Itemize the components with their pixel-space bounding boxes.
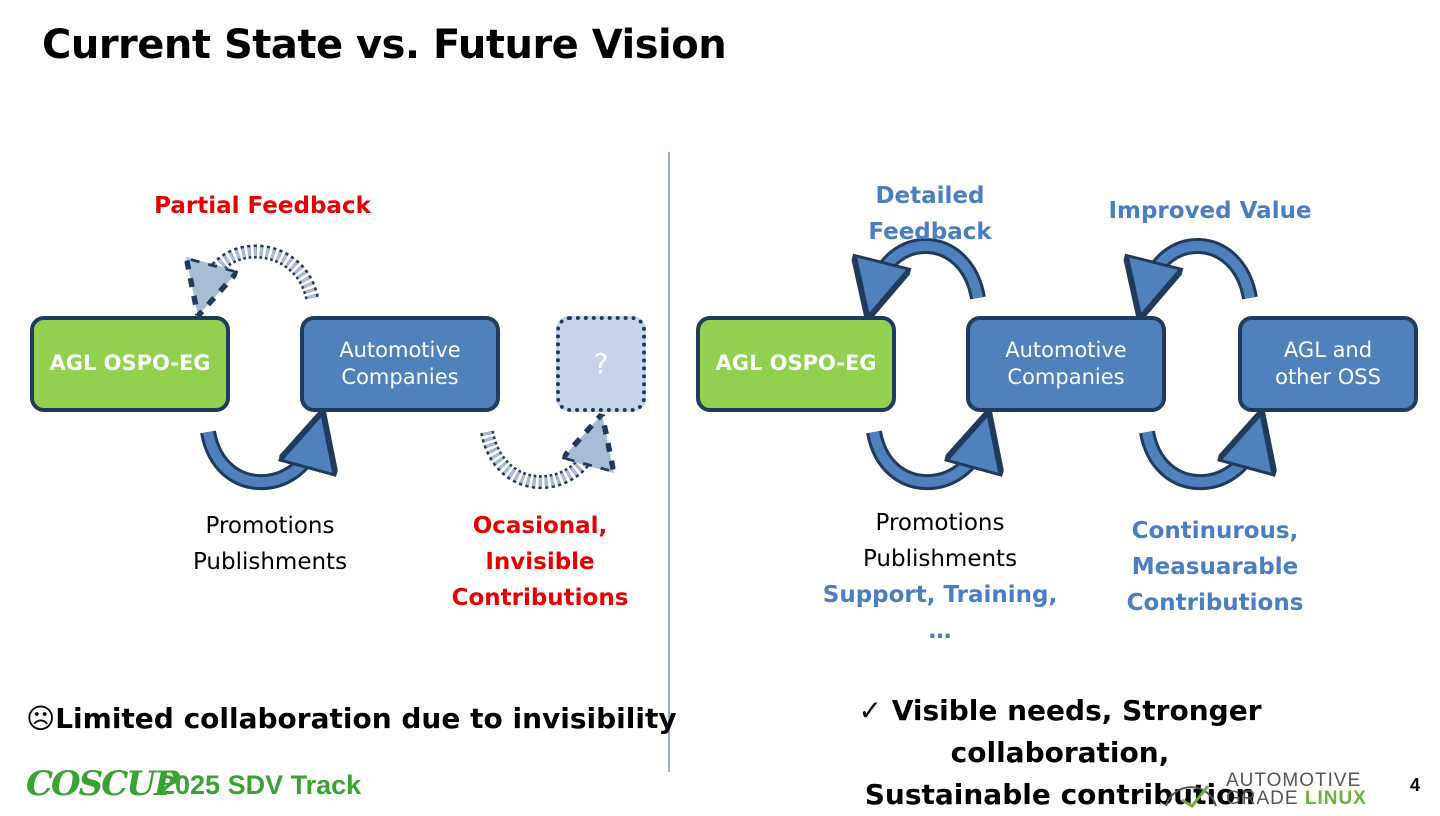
label-line: Invisible: [485, 549, 595, 575]
checkmark-icon: ✓: [858, 694, 882, 727]
label-line: Continurous,: [1131, 518, 1299, 544]
label-line: Support, Training,: [822, 582, 1058, 608]
box-line: AGL and: [1283, 337, 1373, 362]
coscup-logo: COSCUP: [26, 764, 180, 804]
box-automotive-companies-left: Automotive Companies: [300, 316, 500, 412]
arrow-promotions-right: [866, 432, 981, 490]
track-label: 2025 SDV Track: [160, 770, 362, 800]
label-line: Detailed: [875, 183, 985, 209]
label-line: Publishments: [192, 549, 348, 575]
label-improved-value: Improved Value: [1108, 198, 1312, 224]
vertical-divider: [668, 152, 670, 772]
label-continuous-contributions: Continurous, Measuarable Contributions: [1095, 513, 1335, 621]
box-line: Automotive: [339, 337, 461, 362]
box-line: Companies: [341, 365, 459, 389]
slide-title: Current State vs. Future Vision: [42, 22, 727, 68]
box-line: Automotive: [1005, 337, 1127, 362]
agl-logo-linux: LINUX: [1304, 788, 1367, 809]
arrow-continuous-contributions: [1139, 432, 1254, 490]
label-line: Ocasional,: [472, 513, 608, 539]
label-line: Publishments: [862, 546, 1018, 572]
box-agl-other-oss: AGL and other OSS: [1238, 316, 1418, 412]
label-promotions-left: Promotions Publishments: [160, 508, 380, 580]
arrow-detailed-feedback: [875, 238, 986, 298]
arrow-partial-feedback: [205, 244, 319, 298]
label-detailed-feedback: Detailed Feedback: [830, 178, 1030, 250]
label-line: Contributions: [451, 585, 629, 611]
label-occasional-contributions: Ocasional, Invisible Contributions: [430, 508, 650, 616]
label-line: Promotions: [205, 513, 335, 539]
label-line: Measuarable: [1131, 554, 1299, 580]
label-line: Contributions: [1126, 590, 1304, 616]
box-automotive-companies-right: Automotive Companies: [966, 316, 1166, 412]
box-agl-ospo-eg-right: AGL OSPO-EG: [696, 316, 896, 412]
label-line: Promotions: [875, 510, 1005, 536]
arrow-improved-value: [1147, 238, 1258, 298]
label-line: Feedback: [868, 219, 992, 245]
box-line: Companies: [1007, 365, 1125, 389]
box-line: other OSS: [1275, 365, 1381, 389]
conclusion-text: Limited collaboration due to invisibilit…: [55, 702, 677, 735]
arrow-promotions: [200, 432, 315, 490]
box-unknown: ?: [556, 316, 646, 412]
conclusion-left: ☹Limited collaboration due to invisibili…: [26, 702, 677, 735]
conclusion-text: Visible needs, Stronger collaboration,: [891, 694, 1262, 769]
agl-logo-grade: GRADE: [1226, 788, 1299, 809]
label-promotions-right: Promotions Publishments Support, Trainin…: [810, 505, 1070, 649]
conclusion-line: ✓ Visible needs, Stronger collaboration,: [750, 690, 1370, 774]
agl-logo-line2: GRADE LINUX: [1226, 788, 1367, 810]
label-line: …: [928, 618, 952, 644]
arrow-occasional-contributions: [480, 432, 595, 489]
page-number: 4: [1409, 775, 1420, 795]
sad-face-icon: ☹: [26, 702, 56, 735]
agl-logo-line1: AUTOMOTIVE: [1226, 770, 1362, 791]
box-agl-ospo-eg-left: AGL OSPO-EG: [30, 316, 230, 412]
label-partial-feedback: Partial Feedback: [154, 193, 371, 219]
